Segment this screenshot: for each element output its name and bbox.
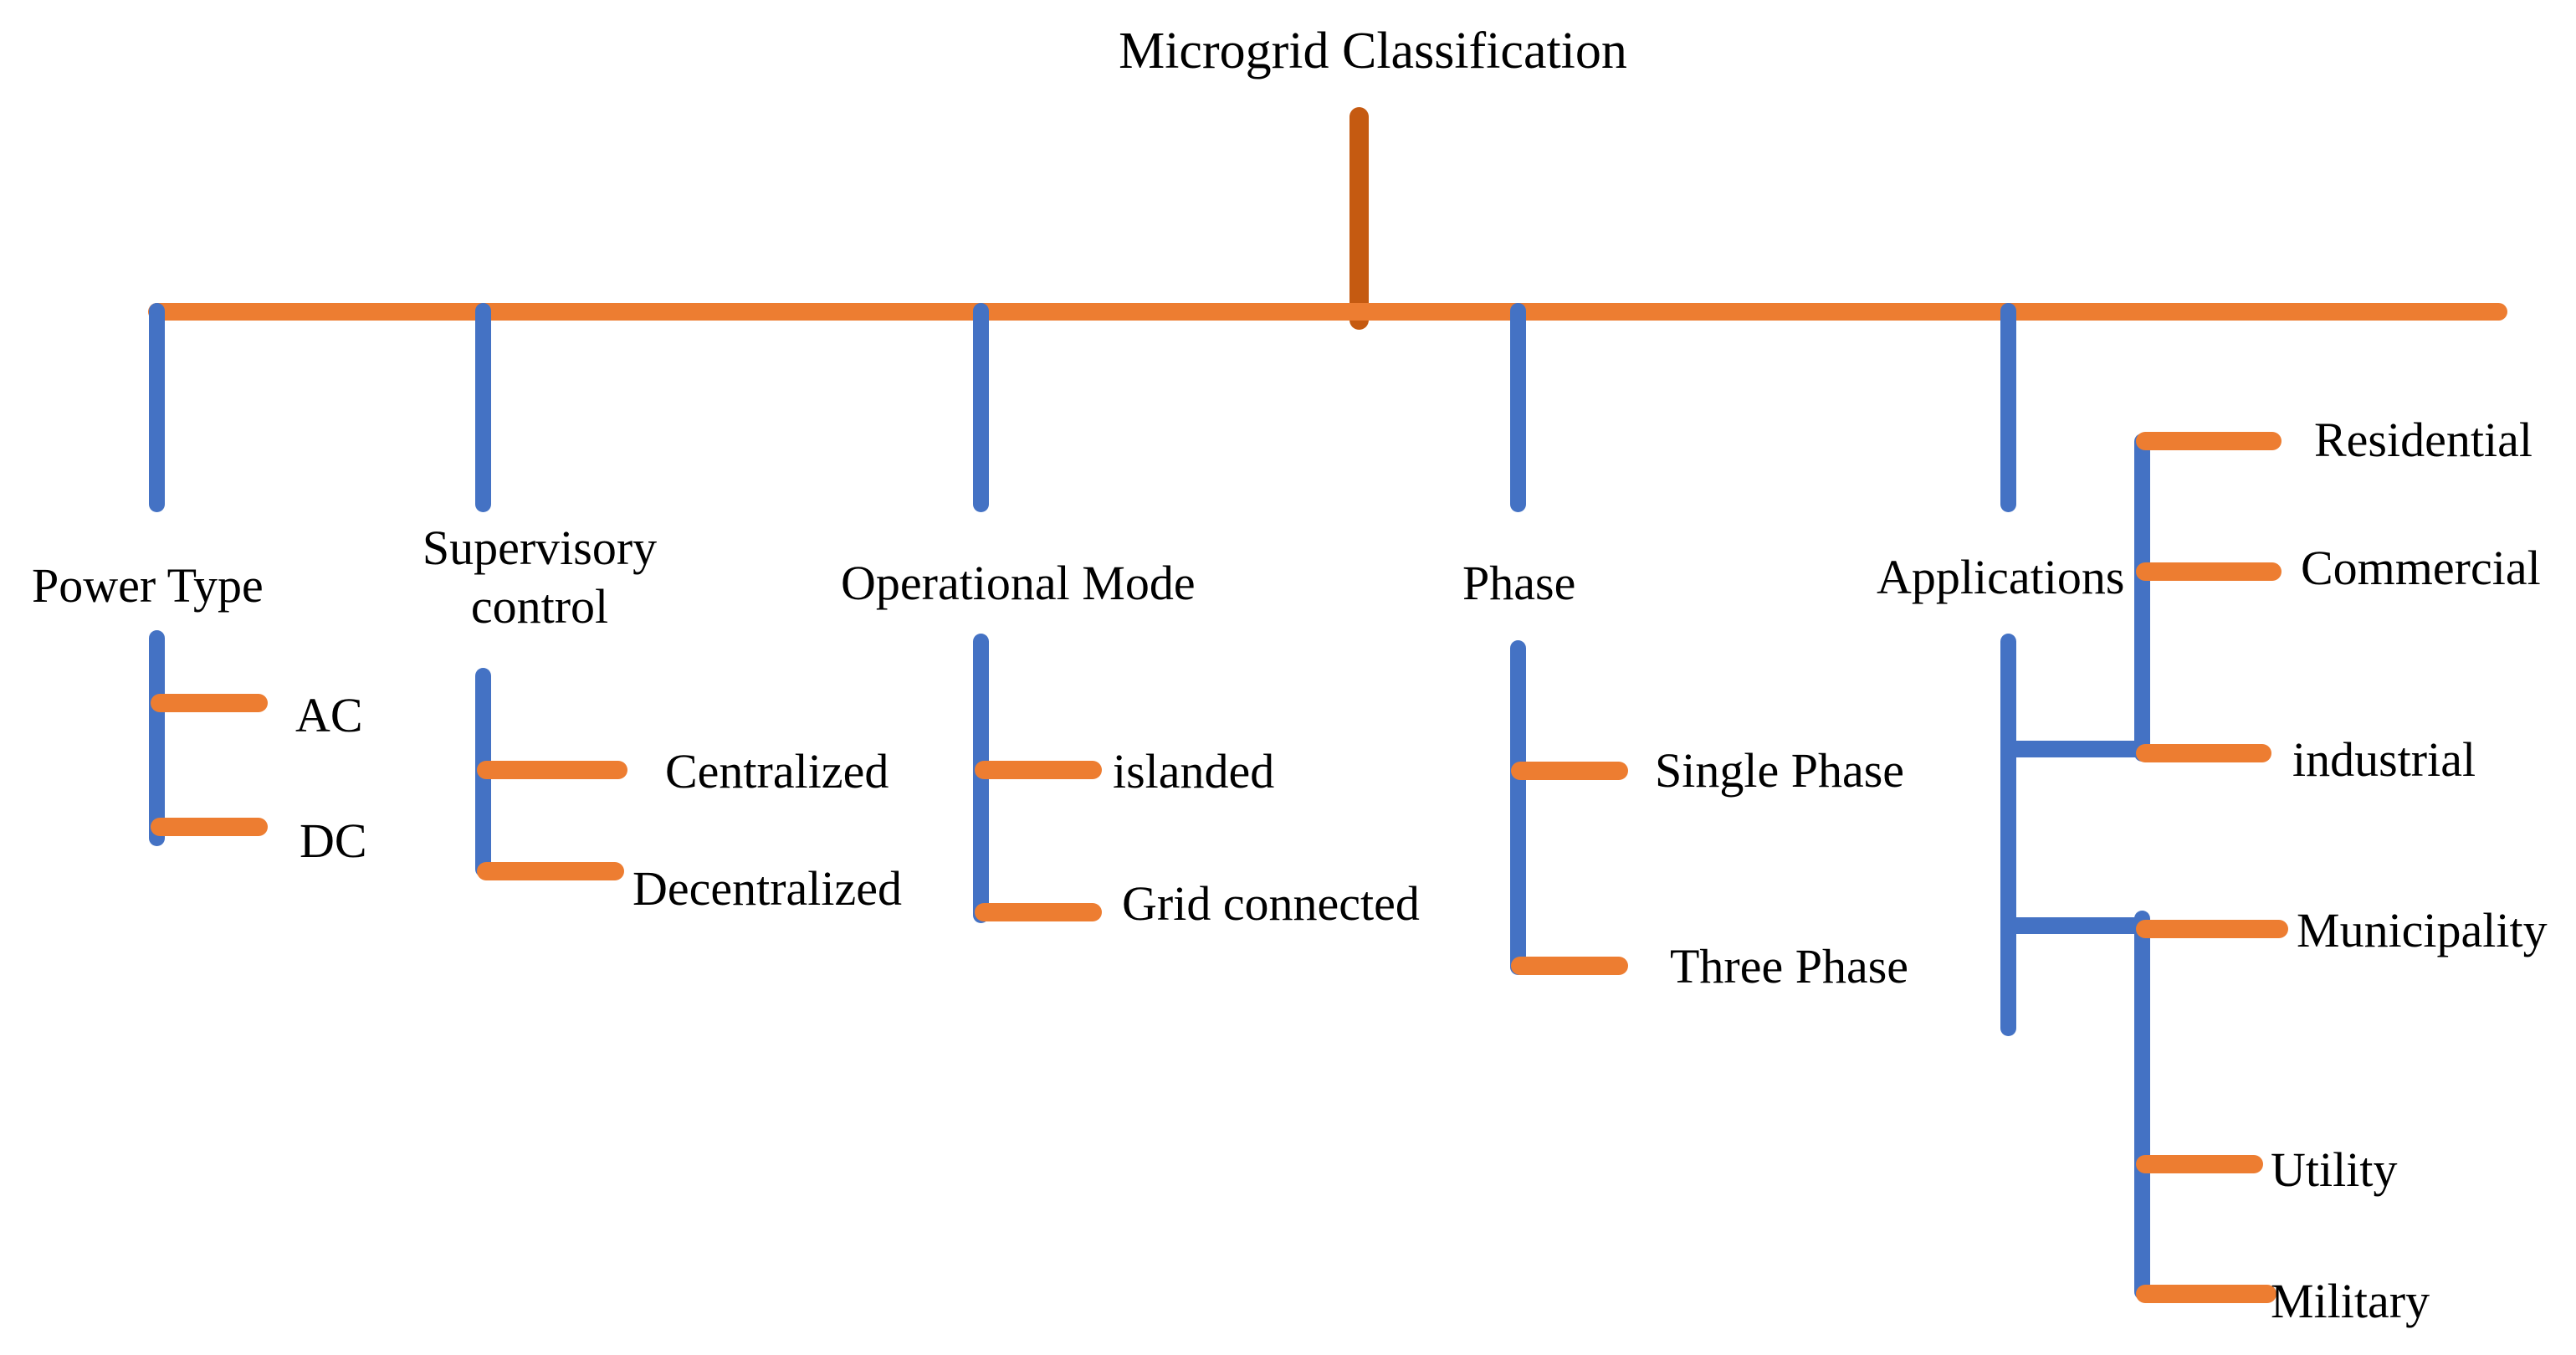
tick-grid-connected <box>975 903 1102 921</box>
leaf-label-dc: DC <box>300 814 367 868</box>
leaf-label-grid-connected: Grid connected <box>1122 876 1420 931</box>
leaf-label-three-phase: Three Phase <box>1670 939 1909 993</box>
power-type-top-spine <box>149 303 165 512</box>
group-label-power-type: Power Type <box>32 558 264 613</box>
tick-residential <box>2136 432 2282 450</box>
applications-sub-spine-upper <box>2134 434 2150 762</box>
applications-sub-spine-lower <box>2134 911 2150 1300</box>
tick-three-phase <box>1511 957 1628 975</box>
leaf-label-islanded: islanded <box>1113 744 1275 798</box>
applications-connector-municipality-row <box>2000 917 2148 934</box>
applications-connector-industrial-row <box>2000 741 2148 757</box>
tick-utility <box>2136 1155 2263 1173</box>
tick-islanded <box>975 761 1102 779</box>
operational-mode-top-spine <box>973 303 989 512</box>
tick-ac <box>151 694 268 712</box>
applications-lower-spine <box>2000 634 2016 1036</box>
leaf-label-commercial: Commercial <box>2301 541 2541 595</box>
supervisory-top-spine <box>475 303 491 512</box>
power-type-lower-spine <box>149 630 165 846</box>
phase-top-spine <box>1510 303 1526 512</box>
top-horizontal-bar <box>148 303 2507 321</box>
leaf-label-centralized: Centralized <box>665 744 889 798</box>
group-label-operational-mode: Operational Mode <box>841 556 1196 610</box>
leaf-label-single-phase: Single Phase <box>1655 743 1905 798</box>
group-label-applications: Applications <box>1877 550 2125 604</box>
group-label-supervisory-control: Supervisory control <box>422 521 658 634</box>
tick-military <box>2136 1285 2276 1303</box>
group-label-phase: Phase <box>1462 556 1576 610</box>
phase-lower-spine <box>1510 640 1526 975</box>
tick-municipality <box>2136 920 2288 938</box>
leaf-label-military: Military <box>2271 1274 2430 1328</box>
tick-single-phase <box>1511 762 1628 780</box>
leaf-label-ac: AC <box>295 688 363 742</box>
leaf-label-utility: Utility <box>2271 1142 2398 1197</box>
tick-decentralized <box>477 862 624 880</box>
leaf-label-municipality: Municipality <box>2297 903 2548 957</box>
root-trunk-line <box>1349 107 1369 330</box>
tick-centralized <box>477 761 627 779</box>
applications-top-spine <box>2000 303 2016 512</box>
leaf-label-industrial: industrial <box>2292 732 2476 787</box>
leaf-label-decentralized: Decentralized <box>632 861 903 916</box>
tick-industrial <box>2136 744 2271 762</box>
tick-dc <box>151 818 268 836</box>
tick-commercial <box>2136 562 2282 581</box>
leaf-label-residential: Residential <box>2314 413 2532 467</box>
diagram-title: Microgrid Classification <box>1119 23 1627 80</box>
